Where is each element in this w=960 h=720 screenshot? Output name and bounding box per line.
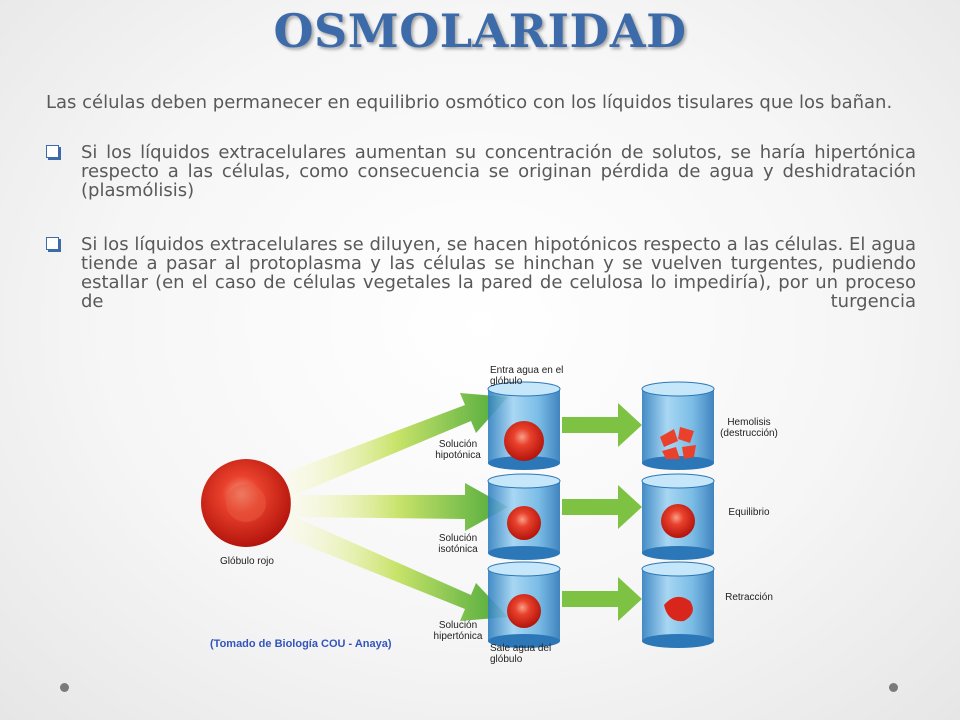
osmosis-diagram: Glóbulo rojo Entra agua en el glóbulo Sa… [190, 355, 800, 670]
solution-label: Solución isotónica [438, 533, 478, 555]
result-label: Retracción [725, 592, 773, 603]
bottom-note-label: Sale agua del glóbulo [490, 643, 552, 665]
bullet-text: Si los líquidos extracelulares se diluye… [81, 234, 916, 312]
slide-nav-dot [60, 683, 69, 692]
flow-arrows [285, 393, 508, 621]
beaker-isotonic [487, 473, 561, 560]
figure-caption: (Tomado de Biología COU - Anaya) [210, 638, 392, 650]
osmosis-illustration [201, 381, 715, 648]
solution-label: Solución hipotónica [435, 439, 481, 461]
beaker-equilibrium [641, 473, 715, 560]
bullet-text: Si los líquidos extracelulares aumentan … [81, 142, 916, 201]
beaker-hypotonic [487, 381, 561, 470]
beaker-retraction [641, 561, 715, 648]
checkbox-bullet-icon [46, 145, 59, 158]
slide-nav-dot [889, 683, 898, 692]
result-label: Equilibrio [728, 507, 770, 518]
result-arrows [562, 403, 642, 621]
solution-label: Solución hipertónica [433, 620, 483, 642]
beaker-hypertonic [487, 561, 561, 648]
slide-title: OSMOLARIDAD [273, 4, 687, 58]
top-note-label: Entra agua en el glóbulo [490, 365, 564, 387]
cell-label: Glóbulo rojo [220, 556, 274, 567]
intro-paragraph: Las células deben permanecer en equilibr… [46, 92, 893, 113]
red-blood-cell-icon [201, 459, 291, 547]
result-label: Hemolisis (destrucción) [720, 417, 778, 439]
beaker-hemolysis [641, 381, 715, 470]
checkbox-bullet-icon [46, 237, 59, 250]
